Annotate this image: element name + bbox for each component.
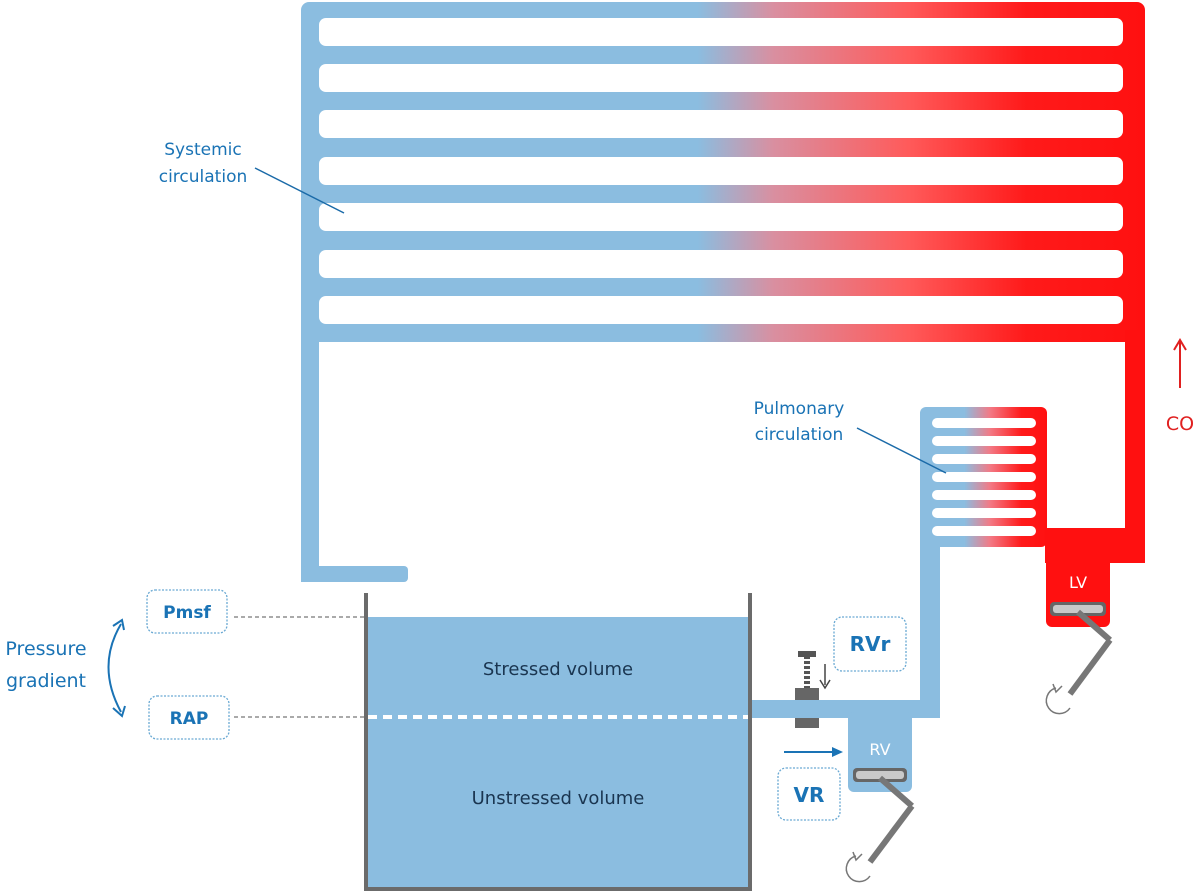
systemic-circulation [301, 2, 1145, 342]
pulmonary-gap [932, 508, 1036, 518]
rap-label: RAP [170, 709, 209, 729]
rvr-box: RVr [833, 616, 907, 672]
systemic-label-line2: circulation [159, 167, 248, 187]
systemic-gap [319, 64, 1123, 92]
systemic-gap [319, 296, 1123, 324]
lv-connecting-rod [1076, 609, 1112, 643]
venous-outlet [301, 566, 408, 582]
pulmonary-gap [932, 526, 1036, 536]
valve-lower-block [795, 718, 819, 728]
systemic-gap [319, 203, 1123, 231]
pulmonary-gap [932, 454, 1036, 464]
reservoir-fluid [368, 617, 748, 889]
pmsf-border [146, 589, 228, 634]
pressure-gradient-line2: gradient [6, 670, 86, 692]
systemic-gap [319, 18, 1123, 46]
pressure-gradient-curve [107, 623, 122, 713]
right-ventricle: RV [845, 712, 915, 883]
rv-rotation-icon [845, 855, 871, 883]
rvr-border [833, 616, 907, 672]
rap-border [148, 695, 230, 740]
rv-label: RV [869, 740, 890, 759]
rvr-label: RVr [850, 632, 891, 656]
vr-border [777, 767, 841, 821]
venous-reservoir: Stressed volume Unstressed volume [364, 593, 752, 891]
valve-down-arrow-head [819, 679, 831, 690]
lv-piston-inner [1053, 605, 1103, 613]
pulmonary-gap [932, 418, 1036, 428]
pulmonary-gap [932, 472, 1036, 482]
vr-label: VR [794, 783, 825, 807]
pulmonary-callout: Pulmonary circulation [754, 399, 947, 474]
pmsf-label: Pmsf [163, 603, 211, 623]
vr-flow-arrowhead [832, 747, 843, 757]
pressure-gradient: Pressure gradient [5, 618, 126, 718]
stressed-volume-label: Stressed volume [483, 659, 633, 680]
pulmonary-leader-line [856, 427, 947, 474]
systemic-gap [319, 110, 1123, 138]
rv-connecting-rod [878, 775, 914, 809]
pulmonary-label-line1: Pulmonary [754, 399, 845, 419]
systemic-leader-line [254, 167, 345, 214]
rv-crank-arm [867, 804, 915, 864]
pulmonary-gap [932, 436, 1036, 446]
unstressed-volume-label: Unstressed volume [472, 788, 645, 809]
venous-resistance-valve [795, 651, 831, 728]
valve-upper-block [795, 688, 819, 700]
systemic-gap [319, 250, 1123, 278]
arterial-tube [1045, 330, 1145, 563]
rap-box: RAP [148, 695, 366, 740]
lv-label: LV [1069, 573, 1087, 592]
rv-rotation-arrowhead [852, 851, 863, 862]
left-venous-pipe [301, 330, 319, 582]
aorta-pipe [1125, 330, 1145, 563]
co-up-arrowhead [1173, 338, 1187, 351]
vr-indicator: VR [777, 747, 843, 821]
left-ventricle: LV [1045, 555, 1113, 715]
lv-rotation-icon [1045, 687, 1071, 715]
lv-rotation-arrowhead [1052, 683, 1063, 694]
co-label: CO [1166, 413, 1194, 435]
pressure-gradient-line1: Pressure [5, 638, 86, 660]
pulmonary-artery-pipe [920, 540, 940, 718]
pmsf-box: Pmsf [146, 589, 366, 634]
systemic-callout: Systemic circulation [159, 140, 345, 214]
pressure-gradient-top-arrowhead [112, 618, 125, 631]
systemic-gap [319, 157, 1123, 185]
systemic-label-line1: Systemic [164, 140, 241, 160]
cardiac-output-indicator: CO [1166, 338, 1194, 435]
pressure-gradient-bottom-arrowhead [112, 705, 126, 718]
venous-return-tube [301, 330, 408, 582]
pulmonary-label-line2: circulation [755, 425, 844, 445]
valve-screw-head [798, 651, 816, 657]
rv-piston-inner [856, 771, 904, 779]
lv-crank-arm [1067, 638, 1113, 696]
pulmonary-gap [932, 490, 1036, 500]
